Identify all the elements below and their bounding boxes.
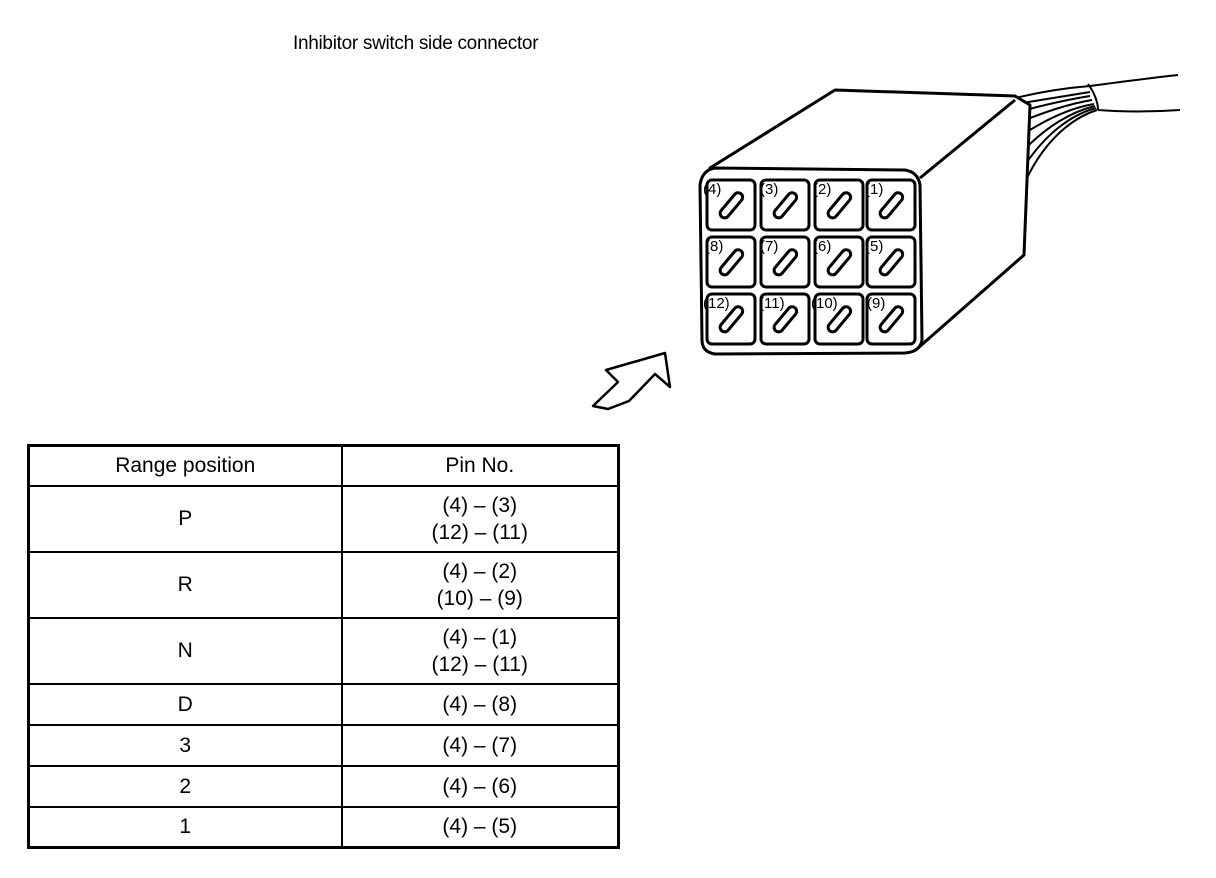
pin-pair: (4) – (1) bbox=[442, 625, 518, 649]
pin-pair: (12) – (11) bbox=[431, 520, 528, 544]
pin-pair: (4) – (6) bbox=[442, 774, 518, 798]
pin-label: (3) bbox=[760, 181, 778, 198]
range-cell: 2 bbox=[27, 764, 343, 808]
table-row: D (4) – (8) bbox=[27, 682, 620, 726]
pin-pair: (4) – (8) bbox=[442, 692, 518, 716]
pin-pair: (12) – (11) bbox=[431, 652, 528, 676]
pin-pair: (4) – (7) bbox=[442, 733, 518, 757]
range-cell: D bbox=[27, 682, 343, 726]
header-pin-no: Pin No. bbox=[340, 444, 620, 487]
range-pin-table: Range position Pin No. P (4) – (3) (12) … bbox=[27, 444, 620, 849]
pin-label: (11) bbox=[759, 295, 785, 312]
table-header-row: Range position Pin No. bbox=[27, 444, 620, 487]
pin-label: (7) bbox=[760, 238, 778, 255]
table-row: 3 (4) – (7) bbox=[27, 723, 620, 767]
pin-label: (2) bbox=[813, 181, 831, 198]
range-cell: N bbox=[27, 616, 343, 685]
pin-cell: (4) – (2) (10) – (9) bbox=[340, 550, 620, 619]
pin-cell: (4) – (5) bbox=[340, 805, 620, 849]
pin-pair: (4) – (5) bbox=[442, 815, 518, 839]
terminal-slots bbox=[718, 191, 905, 334]
pin-pair: (10) – (9) bbox=[436, 586, 523, 610]
range-cell: R bbox=[27, 550, 343, 619]
diagram-title: Inhibitor switch side connector bbox=[293, 33, 539, 54]
pin-cell: (4) – (6) bbox=[340, 764, 620, 808]
table-row: 1 (4) – (5) bbox=[27, 805, 620, 849]
pin-cell: (4) – (7) bbox=[340, 723, 620, 767]
pin-cells bbox=[705, 178, 917, 346]
pin-label: (9) bbox=[867, 295, 885, 312]
pin-label: (6) bbox=[813, 238, 831, 255]
pin-label: (1) bbox=[865, 181, 883, 198]
pin-label: (10) bbox=[811, 295, 838, 312]
range-cell: P bbox=[27, 484, 343, 553]
pin-label: (12) bbox=[703, 295, 730, 312]
pin-cell: (4) – (8) bbox=[340, 682, 620, 726]
pin-cell: (4) – (3) (12) – (11) bbox=[340, 484, 620, 553]
range-cell: 1 bbox=[27, 805, 343, 849]
table-row: P (4) – (3) (12) – (11) bbox=[27, 484, 620, 553]
view-direction-arrow-icon bbox=[591, 351, 672, 411]
pin-cell: (4) – (1) (12) – (11) bbox=[340, 616, 620, 685]
table-row: R (4) – (2) (10) – (9) bbox=[27, 550, 620, 619]
pin-label: (4) bbox=[703, 181, 721, 198]
pin-label: (8) bbox=[705, 238, 723, 255]
table-row: 2 (4) – (6) bbox=[27, 764, 620, 808]
range-cell: 3 bbox=[27, 723, 343, 767]
pin-pair: (4) – (2) bbox=[442, 559, 518, 583]
header-range-position: Range position bbox=[27, 444, 343, 487]
wire-harness bbox=[1014, 74, 1181, 181]
pin-label: (5) bbox=[865, 238, 883, 255]
pin-pair: (4) – (3) bbox=[442, 493, 518, 517]
table-row: N (4) – (1) (12) – (11) bbox=[27, 616, 620, 685]
